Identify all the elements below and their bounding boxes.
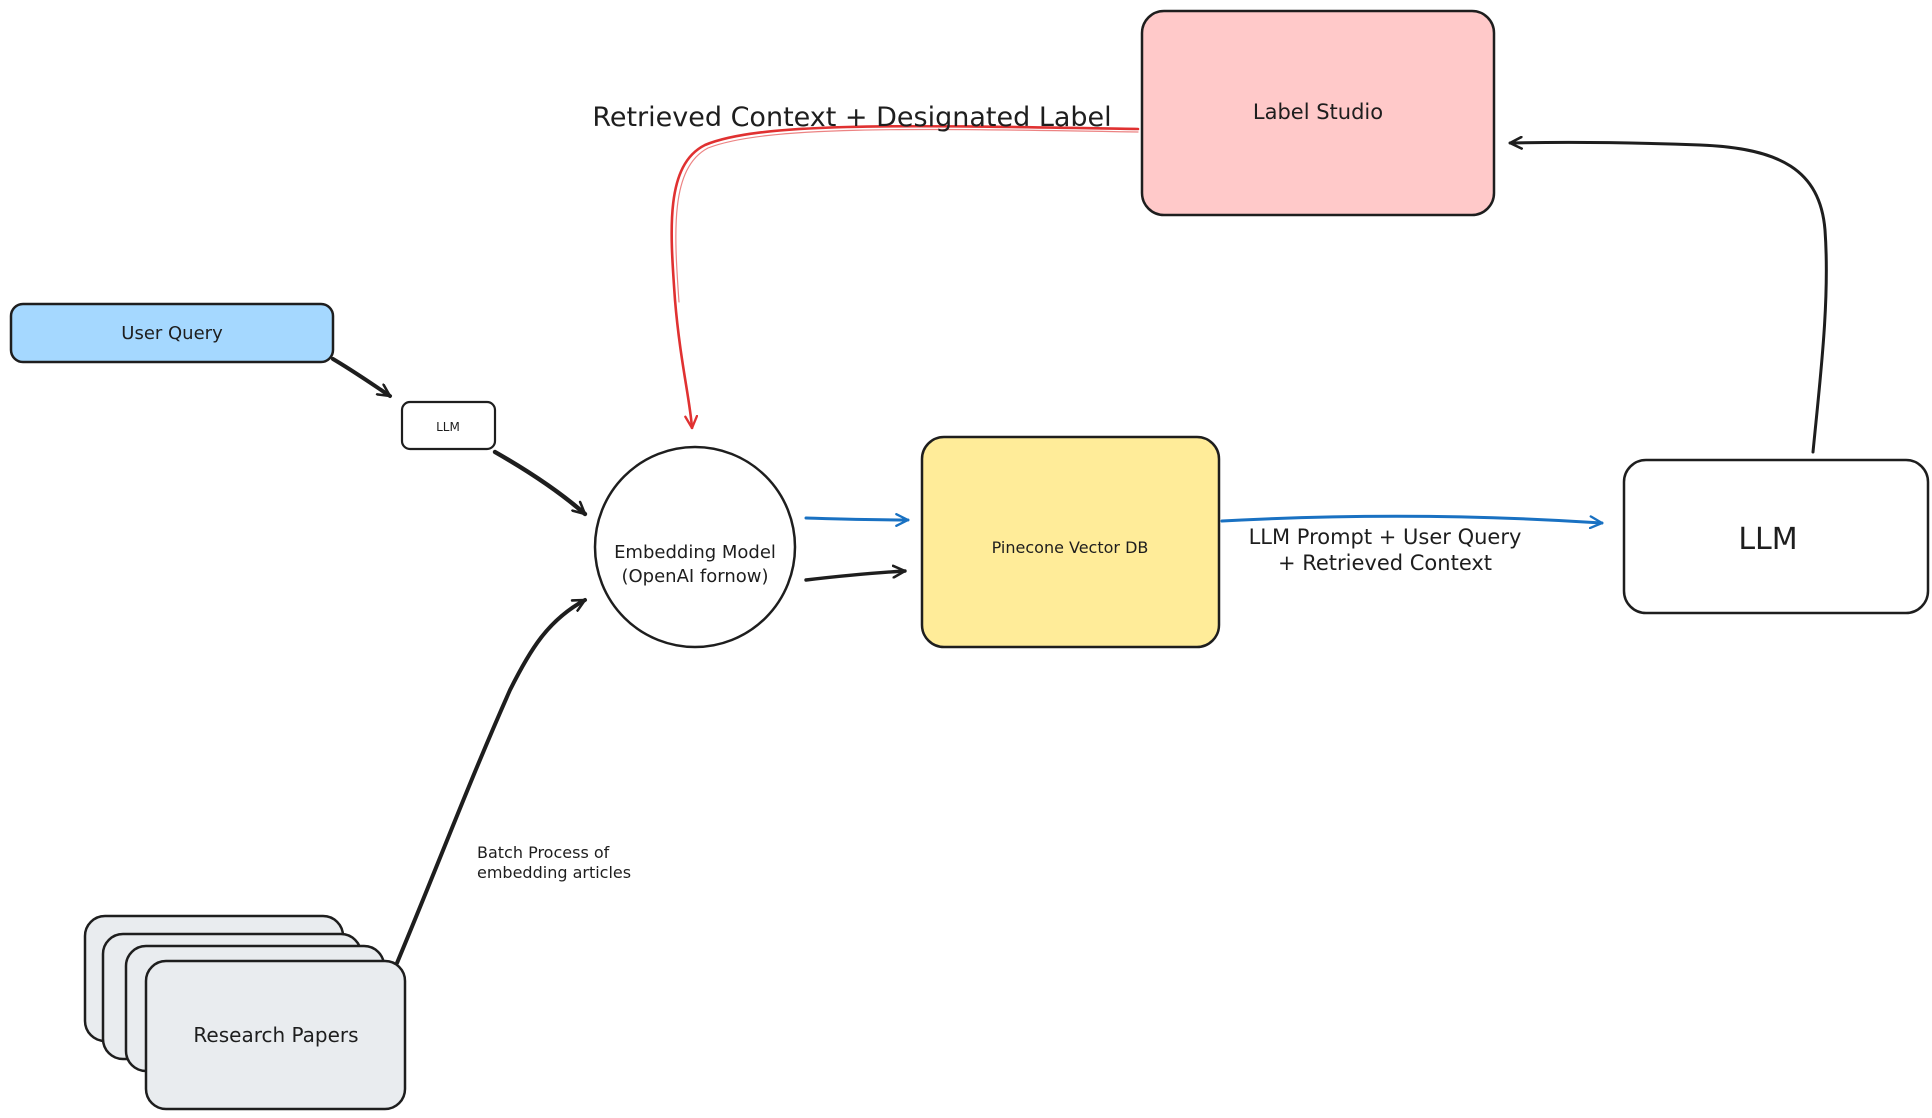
edge-label-batch-process-1: Batch Process of <box>477 843 610 862</box>
edge-embedding-to-pinecone-black <box>804 571 907 582</box>
edge-papers-to-embedding <box>395 598 587 965</box>
edge-embedding-to-pinecone-blue <box>804 512 910 527</box>
edge-label-retrieved-context: Retrieved Context + Designated Label <box>592 102 1111 133</box>
node-pinecone-vector-db[interactable]: Pinecone Vector DB <box>920 435 1221 649</box>
node-llm-small[interactable]: LLM <box>400 400 497 451</box>
node-user-query[interactable]: User Query <box>9 302 335 364</box>
edge-user-query-to-llm <box>331 357 392 398</box>
node-research-papers-label: Research Papers <box>193 1023 358 1047</box>
edge-label-llm-prompt-1: LLM Prompt + User Query <box>1249 525 1522 549</box>
node-label-studio[interactable]: Label Studio <box>1140 9 1496 217</box>
edge-label-studio-to-embedding <box>670 124 1140 430</box>
node-pinecone-label: Pinecone Vector DB <box>992 538 1149 557</box>
node-embedding-model-label-1: Embedding Model <box>614 542 776 563</box>
node-label-studio-label: Label Studio <box>1253 100 1383 124</box>
paper-stack-front <box>144 959 407 1111</box>
node-embedding-model[interactable]: Embedding Model (OpenAI fornow) <box>593 445 797 649</box>
edge-pinecone-to-llm <box>1220 514 1604 530</box>
node-user-query-label: User Query <box>121 323 223 344</box>
node-llm-small-label: LLM <box>436 420 460 434</box>
edge-label-llm-prompt-2: + Retrieved Context <box>1278 551 1492 575</box>
node-llm-main[interactable]: LLM <box>1622 458 1930 615</box>
node-llm-main-label: LLM <box>1738 522 1797 557</box>
edge-label-batch-process-2: embedding articles <box>477 863 631 882</box>
edge-label-studio-to-embedding-stroke2 <box>675 128 1139 303</box>
edge-llm-to-embedding <box>492 449 588 517</box>
edge-llm-to-label-studio <box>1508 142 1828 454</box>
node-research-papers[interactable]: Research Papers <box>83 914 407 1111</box>
node-embedding-model-label-2: (OpenAI fornow) <box>621 566 768 587</box>
